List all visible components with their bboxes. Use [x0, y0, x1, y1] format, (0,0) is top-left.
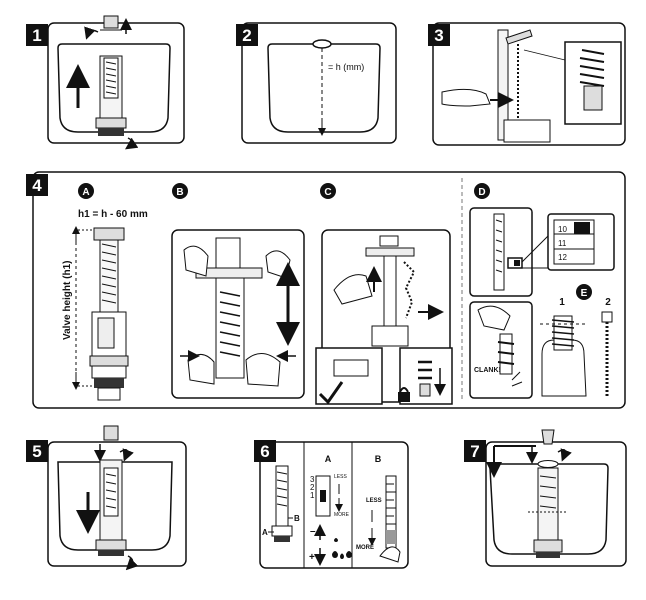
step-5-number: 5: [32, 442, 41, 461]
sub-d-badge: [474, 183, 490, 199]
height-label: = h (mm): [328, 62, 364, 72]
sub-a-label: A: [82, 187, 89, 198]
step-7-number: 7: [470, 442, 479, 461]
scale-1: 1: [310, 491, 315, 500]
tank-corner: [503, 119, 551, 143]
scale-2: 2: [310, 483, 315, 492]
marker-a: A: [262, 528, 268, 537]
sub-a-badge: [78, 183, 94, 199]
more-b: MORE: [356, 545, 374, 551]
top-cap-7: [541, 429, 555, 445]
scale-top: 3: [310, 475, 315, 484]
step-4-number: 4: [32, 176, 42, 195]
step-2-number: 2: [242, 26, 251, 45]
step-6-number: 6: [260, 442, 269, 461]
option-1-label: 1: [559, 297, 565, 308]
valve-hole: [312, 39, 332, 49]
sub-d-frame-bottom: [469, 301, 533, 399]
sub-c-label: C: [324, 187, 331, 198]
marker-b: B: [294, 514, 300, 523]
option-2-chain-straight: [601, 311, 613, 396]
fill-valve-5: [95, 459, 127, 556]
float-release-view: [333, 235, 444, 347]
zoom-detail: [564, 41, 622, 125]
step-2-panel: 2 = h (mm): [236, 22, 397, 144]
adjustable-valve: [89, 227, 129, 401]
option-1-chain-coiled: [540, 315, 587, 397]
valve-column: [497, 29, 509, 141]
sub-b-badge: [172, 183, 188, 199]
less-a: LESS: [334, 474, 347, 480]
step-3-number: 3: [434, 26, 443, 45]
rotate-bottom-arrow: [125, 137, 139, 150]
fill-valve: [95, 55, 127, 136]
column-a-label: A: [325, 454, 332, 464]
scale-11: 11: [558, 239, 567, 248]
step-1-panel: 1: [26, 15, 185, 150]
lock-icon: [398, 392, 410, 402]
valve-height-label: Valve height (h1): [62, 261, 73, 340]
column-b-label: B: [375, 454, 382, 464]
sub-c-frame: [321, 229, 451, 403]
sub-e-label: E: [581, 288, 588, 299]
minus-sign: –: [310, 526, 316, 537]
clank-label: CLANK!: [474, 367, 501, 374]
step-1-number: 1: [32, 26, 41, 45]
option-2-label: 2: [605, 297, 611, 308]
check-icon: [318, 381, 344, 405]
top-cap-5: [103, 425, 119, 441]
rotate-top-arrow: [84, 26, 99, 40]
sub-c-badge: [320, 183, 336, 199]
sub-d-label: D: [478, 187, 485, 198]
step-7-panel: 7: [464, 429, 627, 567]
scale-12: 12: [558, 253, 567, 262]
sub-b-frame: [171, 229, 305, 399]
plus-sign: +: [309, 552, 315, 563]
water-drops-icon: [332, 538, 352, 559]
sub-e-badge: [576, 284, 592, 300]
step-5-panel: 5: [26, 425, 187, 571]
scale-10: 10: [558, 225, 567, 234]
step-1-badge-box: [26, 24, 48, 46]
valve-squeeze-view: [183, 237, 291, 387]
fill-valve-7: [528, 467, 568, 558]
top-cap: [103, 15, 119, 29]
more-a: MORE: [334, 512, 350, 518]
step-4-panel: 4 A h1 = h - 60 mm Valve height (h1) B: [26, 171, 626, 409]
cistern-outline: [57, 43, 171, 133]
cistern-outline-2: [267, 43, 381, 133]
less-b: LESS: [366, 498, 382, 504]
hand-icon: [441, 88, 491, 107]
formula: h1 = h - 60 mm: [78, 209, 148, 220]
valve-small: [271, 465, 293, 542]
step-3-panel: 3: [428, 22, 626, 146]
cistern-outline-5: [57, 461, 173, 551]
screwdriver-icon: [379, 546, 401, 563]
step-6-panel: 6 A B A 3 2 1 LESS MORE – +: [254, 440, 409, 569]
sub-b-label: B: [176, 187, 183, 198]
